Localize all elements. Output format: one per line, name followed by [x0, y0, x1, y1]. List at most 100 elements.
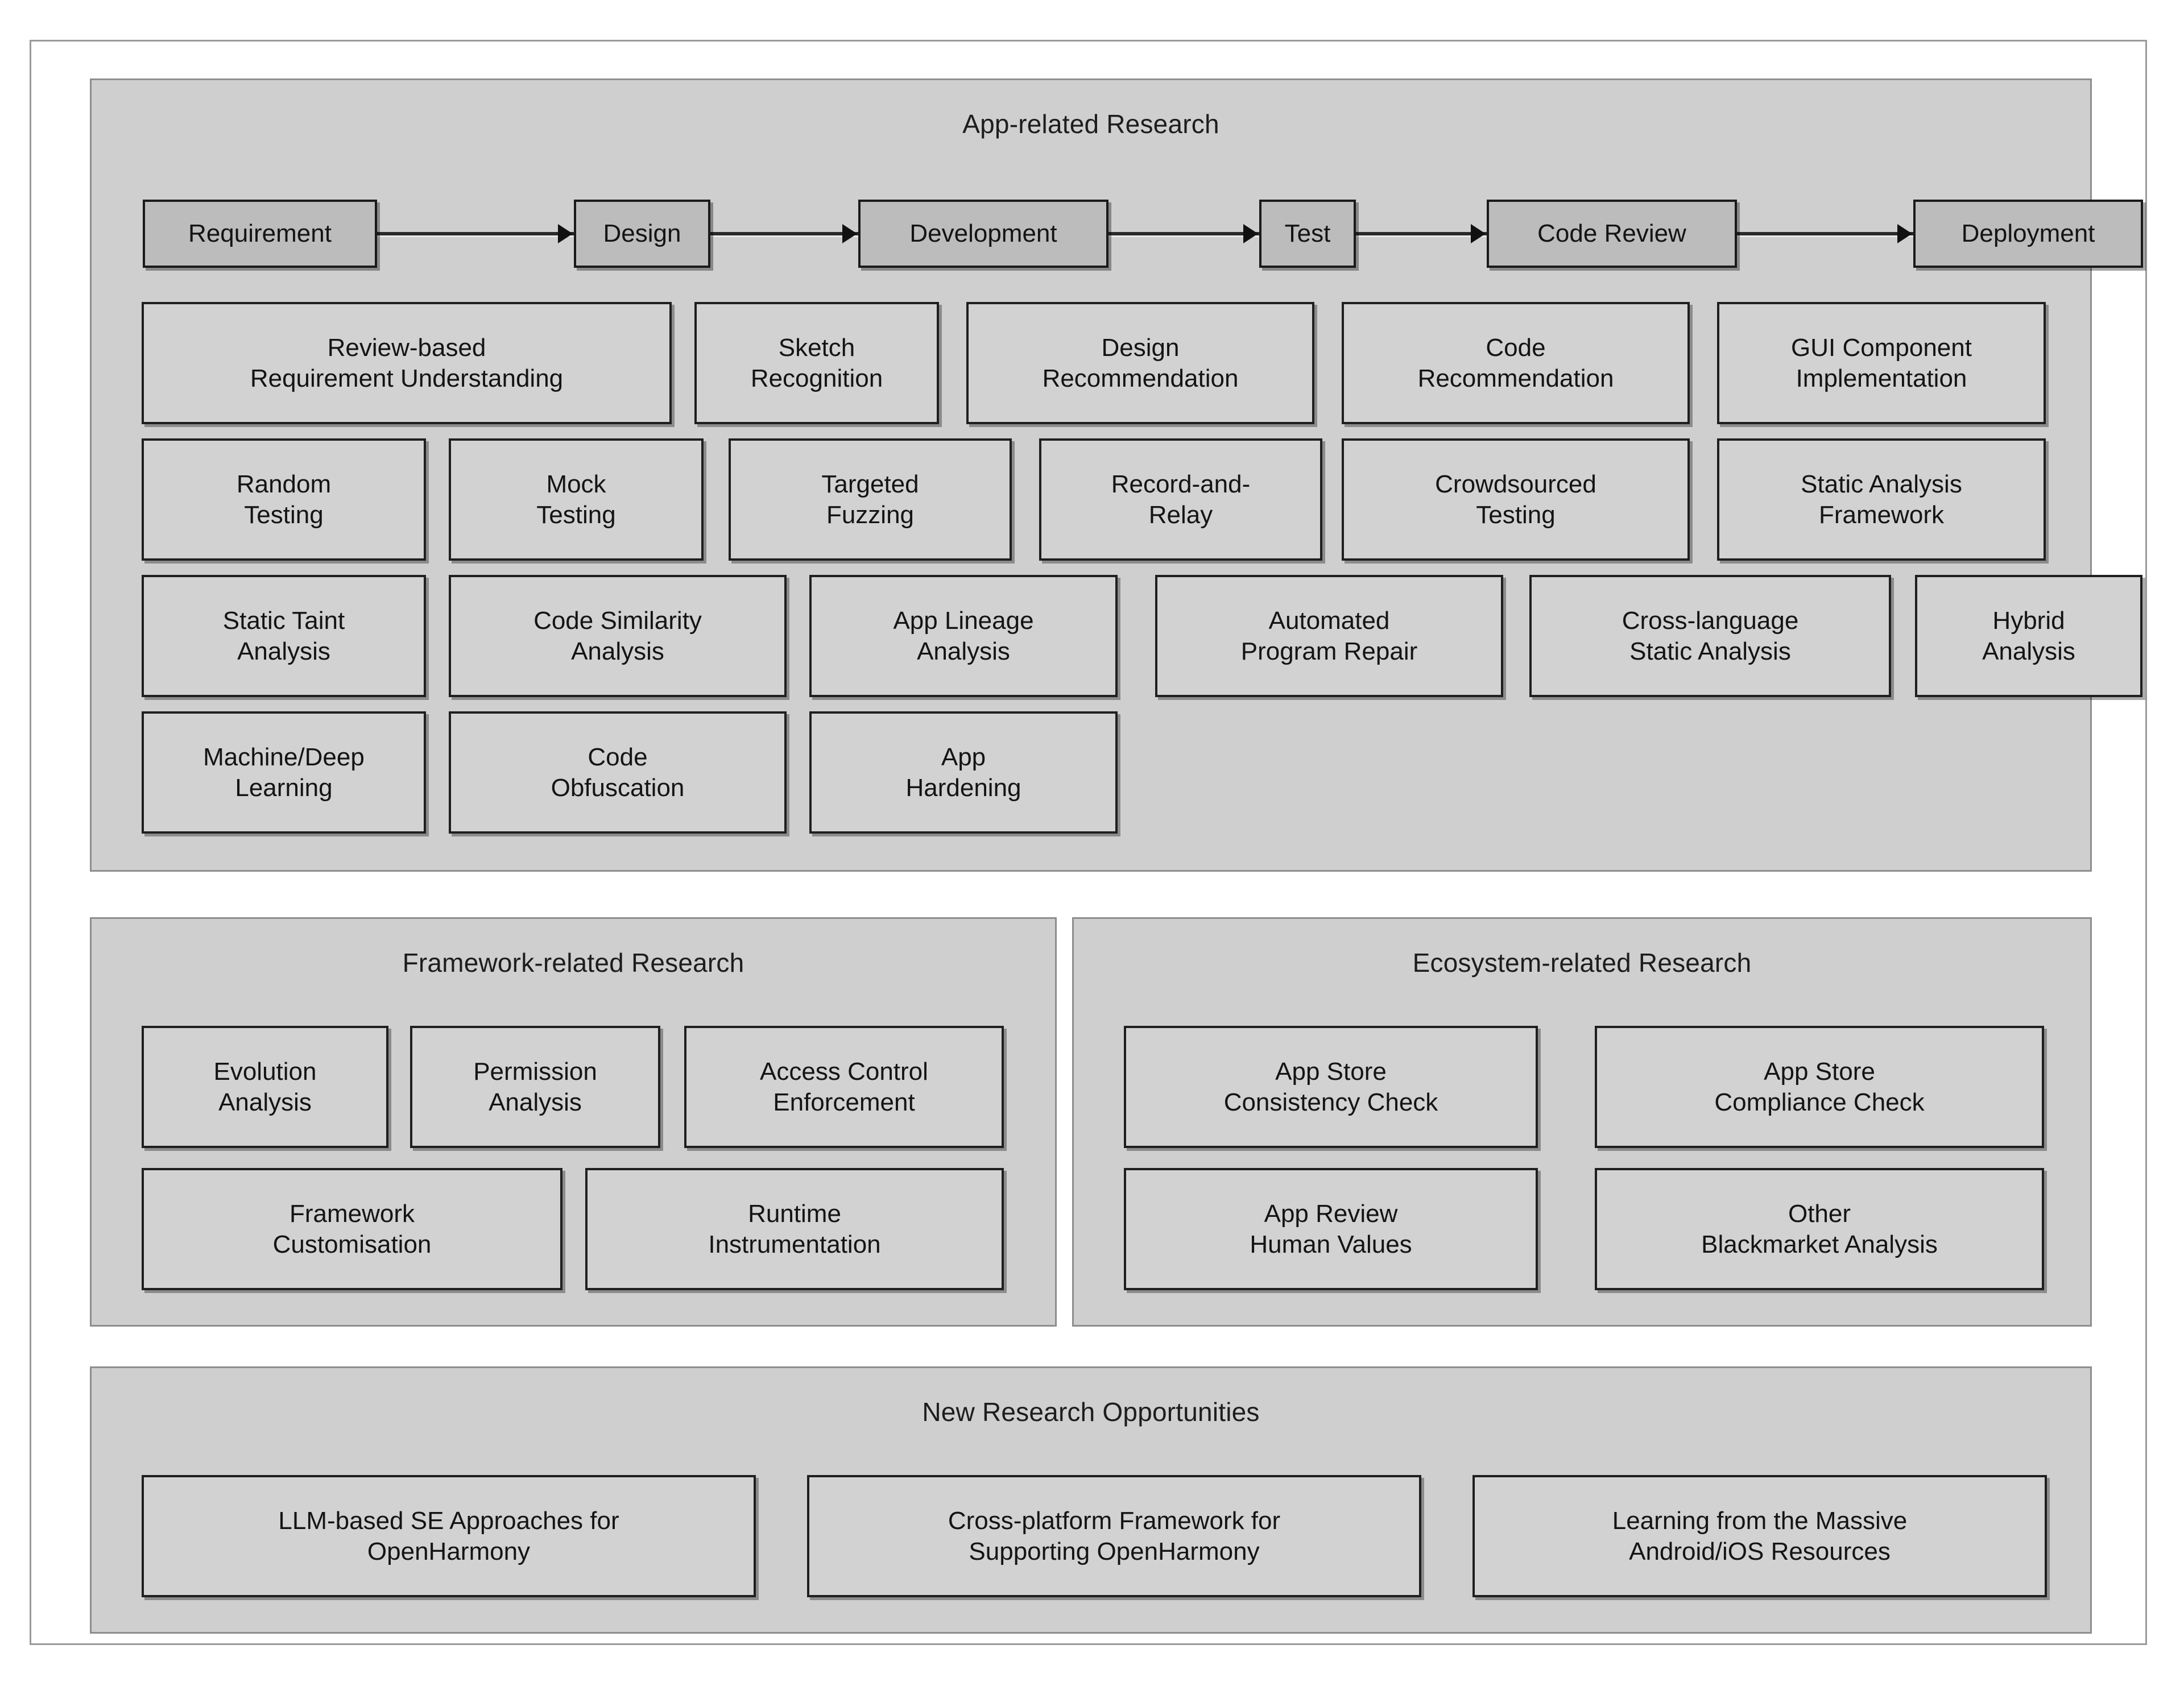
topic-line: Instrumentation — [708, 1230, 881, 1258]
topic-static-analysis-framework[interactable]: Static Analysis Framework — [1717, 438, 2046, 561]
pipeline-stage-deployment[interactable]: Deployment — [1913, 200, 2143, 268]
topic-line: Blackmarket Analysis — [1701, 1230, 1938, 1258]
topic-static-taint-analysis[interactable]: Static Taint Analysis — [142, 575, 426, 697]
app-related-research-panel: App-related Research Requirement Design … — [90, 78, 2143, 872]
topic-line: Implementation — [1796, 364, 1967, 392]
topic-targeted-fuzzing[interactable]: Targeted Fuzzing — [729, 438, 1012, 561]
topic-line: Testing — [536, 500, 616, 529]
topic-line: Crowdsourced — [1435, 470, 1596, 498]
topic-line: Hybrid — [1992, 606, 2065, 635]
topic-line: Code Similarity — [533, 606, 702, 635]
topic-automated-program-repair[interactable]: Automated Program Repair — [1155, 575, 1503, 697]
topic-line: Targeted — [821, 470, 919, 498]
pipeline-stage-requirement[interactable]: Requirement — [143, 200, 377, 268]
topic-line: Recommendation — [1417, 364, 1614, 392]
topic-line: Learning from the Massive — [1612, 1506, 1908, 1535]
topic-llm-based-se-approaches-for-openharmony[interactable]: LLM-based SE Approaches for OpenHarmony — [142, 1475, 756, 1597]
topic-line: Cross-platform Framework for — [948, 1506, 1281, 1535]
topic-line: App Review — [1264, 1199, 1398, 1228]
topic-line: Learning — [235, 773, 333, 802]
topic-review-based-requirement-understanding[interactable]: Review-based Requirement Understanding — [142, 302, 672, 424]
topic-line: Evolution — [213, 1057, 317, 1086]
topic-evolution-analysis[interactable]: Evolution Analysis — [142, 1026, 388, 1148]
pipeline-stage-code-review[interactable]: Code Review — [1487, 200, 1737, 268]
topic-line: Supporting OpenHarmony — [969, 1537, 1260, 1565]
topic-line: Framework — [289, 1199, 415, 1228]
topic-mock-testing[interactable]: Mock Testing — [449, 438, 704, 561]
topic-line: Testing — [1476, 500, 1556, 529]
topic-line: Analysis — [571, 637, 664, 665]
topic-line: Customisation — [272, 1230, 432, 1258]
topic-code-similarity-analysis[interactable]: Code Similarity Analysis — [449, 575, 787, 697]
topic-crowdsourced-testing[interactable]: Crowdsourced Testing — [1342, 438, 1690, 561]
topic-line: Code — [1486, 333, 1546, 362]
new-research-opportunities-title: New Research Opportunities — [922, 1397, 1260, 1427]
pipeline-stage-test[interactable]: Test — [1259, 200, 1356, 268]
topic-line: Code — [588, 743, 648, 771]
topic-line: Mock — [546, 470, 606, 498]
topic-framework-customisation[interactable]: Framework Customisation — [142, 1168, 562, 1290]
topic-line: Program Repair — [1240, 637, 1418, 665]
arrow-right-icon — [1243, 224, 1258, 243]
framework-related-research-panel: Framework-related Research Evolution Ana… — [90, 917, 1057, 1327]
pipeline-stage-design[interactable]: Design — [574, 200, 710, 268]
topic-line: GUI Component — [1791, 333, 1972, 362]
topic-app-lineage-analysis[interactable]: App Lineage Analysis — [809, 575, 1118, 697]
topic-gui-component-implementation[interactable]: GUI Component Implementation — [1717, 302, 2046, 424]
arrow-right-icon — [1471, 224, 1486, 243]
topic-line: Analysis — [917, 637, 1010, 665]
topic-runtime-instrumentation[interactable]: Runtime Instrumentation — [585, 1168, 1004, 1290]
topic-line: LLM-based SE Approaches for — [278, 1506, 619, 1535]
ecosystem-related-research-title: Ecosystem-related Research — [1412, 948, 1752, 977]
topic-access-control-enforcement[interactable]: Access Control Enforcement — [684, 1026, 1004, 1148]
topic-code-recommendation[interactable]: Code Recommendation — [1342, 302, 1690, 424]
arrow-right-icon — [558, 224, 573, 243]
new-research-opportunities-panel: New Research Opportunities LLM-based SE … — [90, 1366, 2092, 1634]
topic-line: Compliance Check — [1714, 1088, 1925, 1116]
topic-machine-deep-learning[interactable]: Machine/Deep Learning — [142, 711, 426, 834]
arrow-right-icon — [1897, 224, 1912, 243]
topic-record-and-relay[interactable]: Record-and- Relay — [1039, 438, 1322, 561]
topic-line: Enforcement — [773, 1088, 915, 1116]
topic-app-review-human-values[interactable]: App Review Human Values — [1124, 1168, 1538, 1290]
topic-line: Design — [1101, 333, 1180, 362]
topic-line: Access Control — [760, 1057, 928, 1086]
topic-other-blackmarket-analysis[interactable]: Other Blackmarket Analysis — [1595, 1168, 2044, 1290]
topic-line: Consistency Check — [1223, 1088, 1438, 1116]
topic-design-recommendation[interactable]: Design Recommendation — [966, 302, 1314, 424]
topic-line: Record-and- — [1111, 470, 1251, 498]
topic-line: Android/iOS Resources — [1629, 1537, 1891, 1565]
app-related-research-title: App-related Research — [962, 109, 1219, 139]
topic-line: Random — [236, 470, 332, 498]
development-pipeline: Requirement Design Development Test Code… — [92, 200, 2143, 268]
topic-line: Other — [1788, 1199, 1851, 1228]
pipeline-connector-line — [325, 232, 1968, 235]
topic-line: Recognition — [750, 364, 883, 392]
topic-app-store-consistency-check[interactable]: App Store Consistency Check — [1124, 1026, 1538, 1148]
topic-line: Analysis — [237, 637, 330, 665]
topic-cross-platform-framework-for-supporting-openharmony[interactable]: Cross-platform Framework for Supporting … — [807, 1475, 1421, 1597]
topic-line: Analysis — [218, 1088, 312, 1116]
topic-line: Analysis — [489, 1088, 582, 1116]
topic-line: Machine/Deep — [203, 743, 365, 771]
ecosystem-related-research-panel: Ecosystem-related Research App Store Con… — [1072, 917, 2092, 1327]
topic-sketch-recognition[interactable]: Sketch Recognition — [694, 302, 939, 424]
topic-hybrid-analysis[interactable]: Hybrid Analysis — [1915, 575, 2142, 697]
topic-line: Permission — [473, 1057, 597, 1086]
framework-related-research-title: Framework-related Research — [402, 948, 744, 977]
topic-cross-language-static-analysis[interactable]: Cross-language Static Analysis — [1529, 575, 1891, 697]
topic-line: Framework — [1818, 500, 1945, 529]
topic-learning-from-the-massive-android-ios-resources[interactable]: Learning from the Massive Android/iOS Re… — [1472, 1475, 2047, 1597]
topic-line: App Store — [1275, 1057, 1387, 1086]
topic-line: Fuzzing — [826, 500, 915, 529]
topic-line: App — [941, 743, 986, 771]
topic-permission-analysis[interactable]: Permission Analysis — [410, 1026, 660, 1148]
topic-line: OpenHarmony — [367, 1537, 531, 1565]
topic-random-testing[interactable]: Random Testing — [142, 438, 426, 561]
topic-app-store-compliance-check[interactable]: App Store Compliance Check — [1595, 1026, 2044, 1148]
arrow-right-icon — [842, 224, 857, 243]
topic-line: Runtime — [748, 1199, 841, 1228]
pipeline-stage-development[interactable]: Development — [858, 200, 1108, 268]
topic-code-obfuscation[interactable]: Code Obfuscation — [449, 711, 787, 834]
topic-app-hardening[interactable]: App Hardening — [809, 711, 1118, 834]
